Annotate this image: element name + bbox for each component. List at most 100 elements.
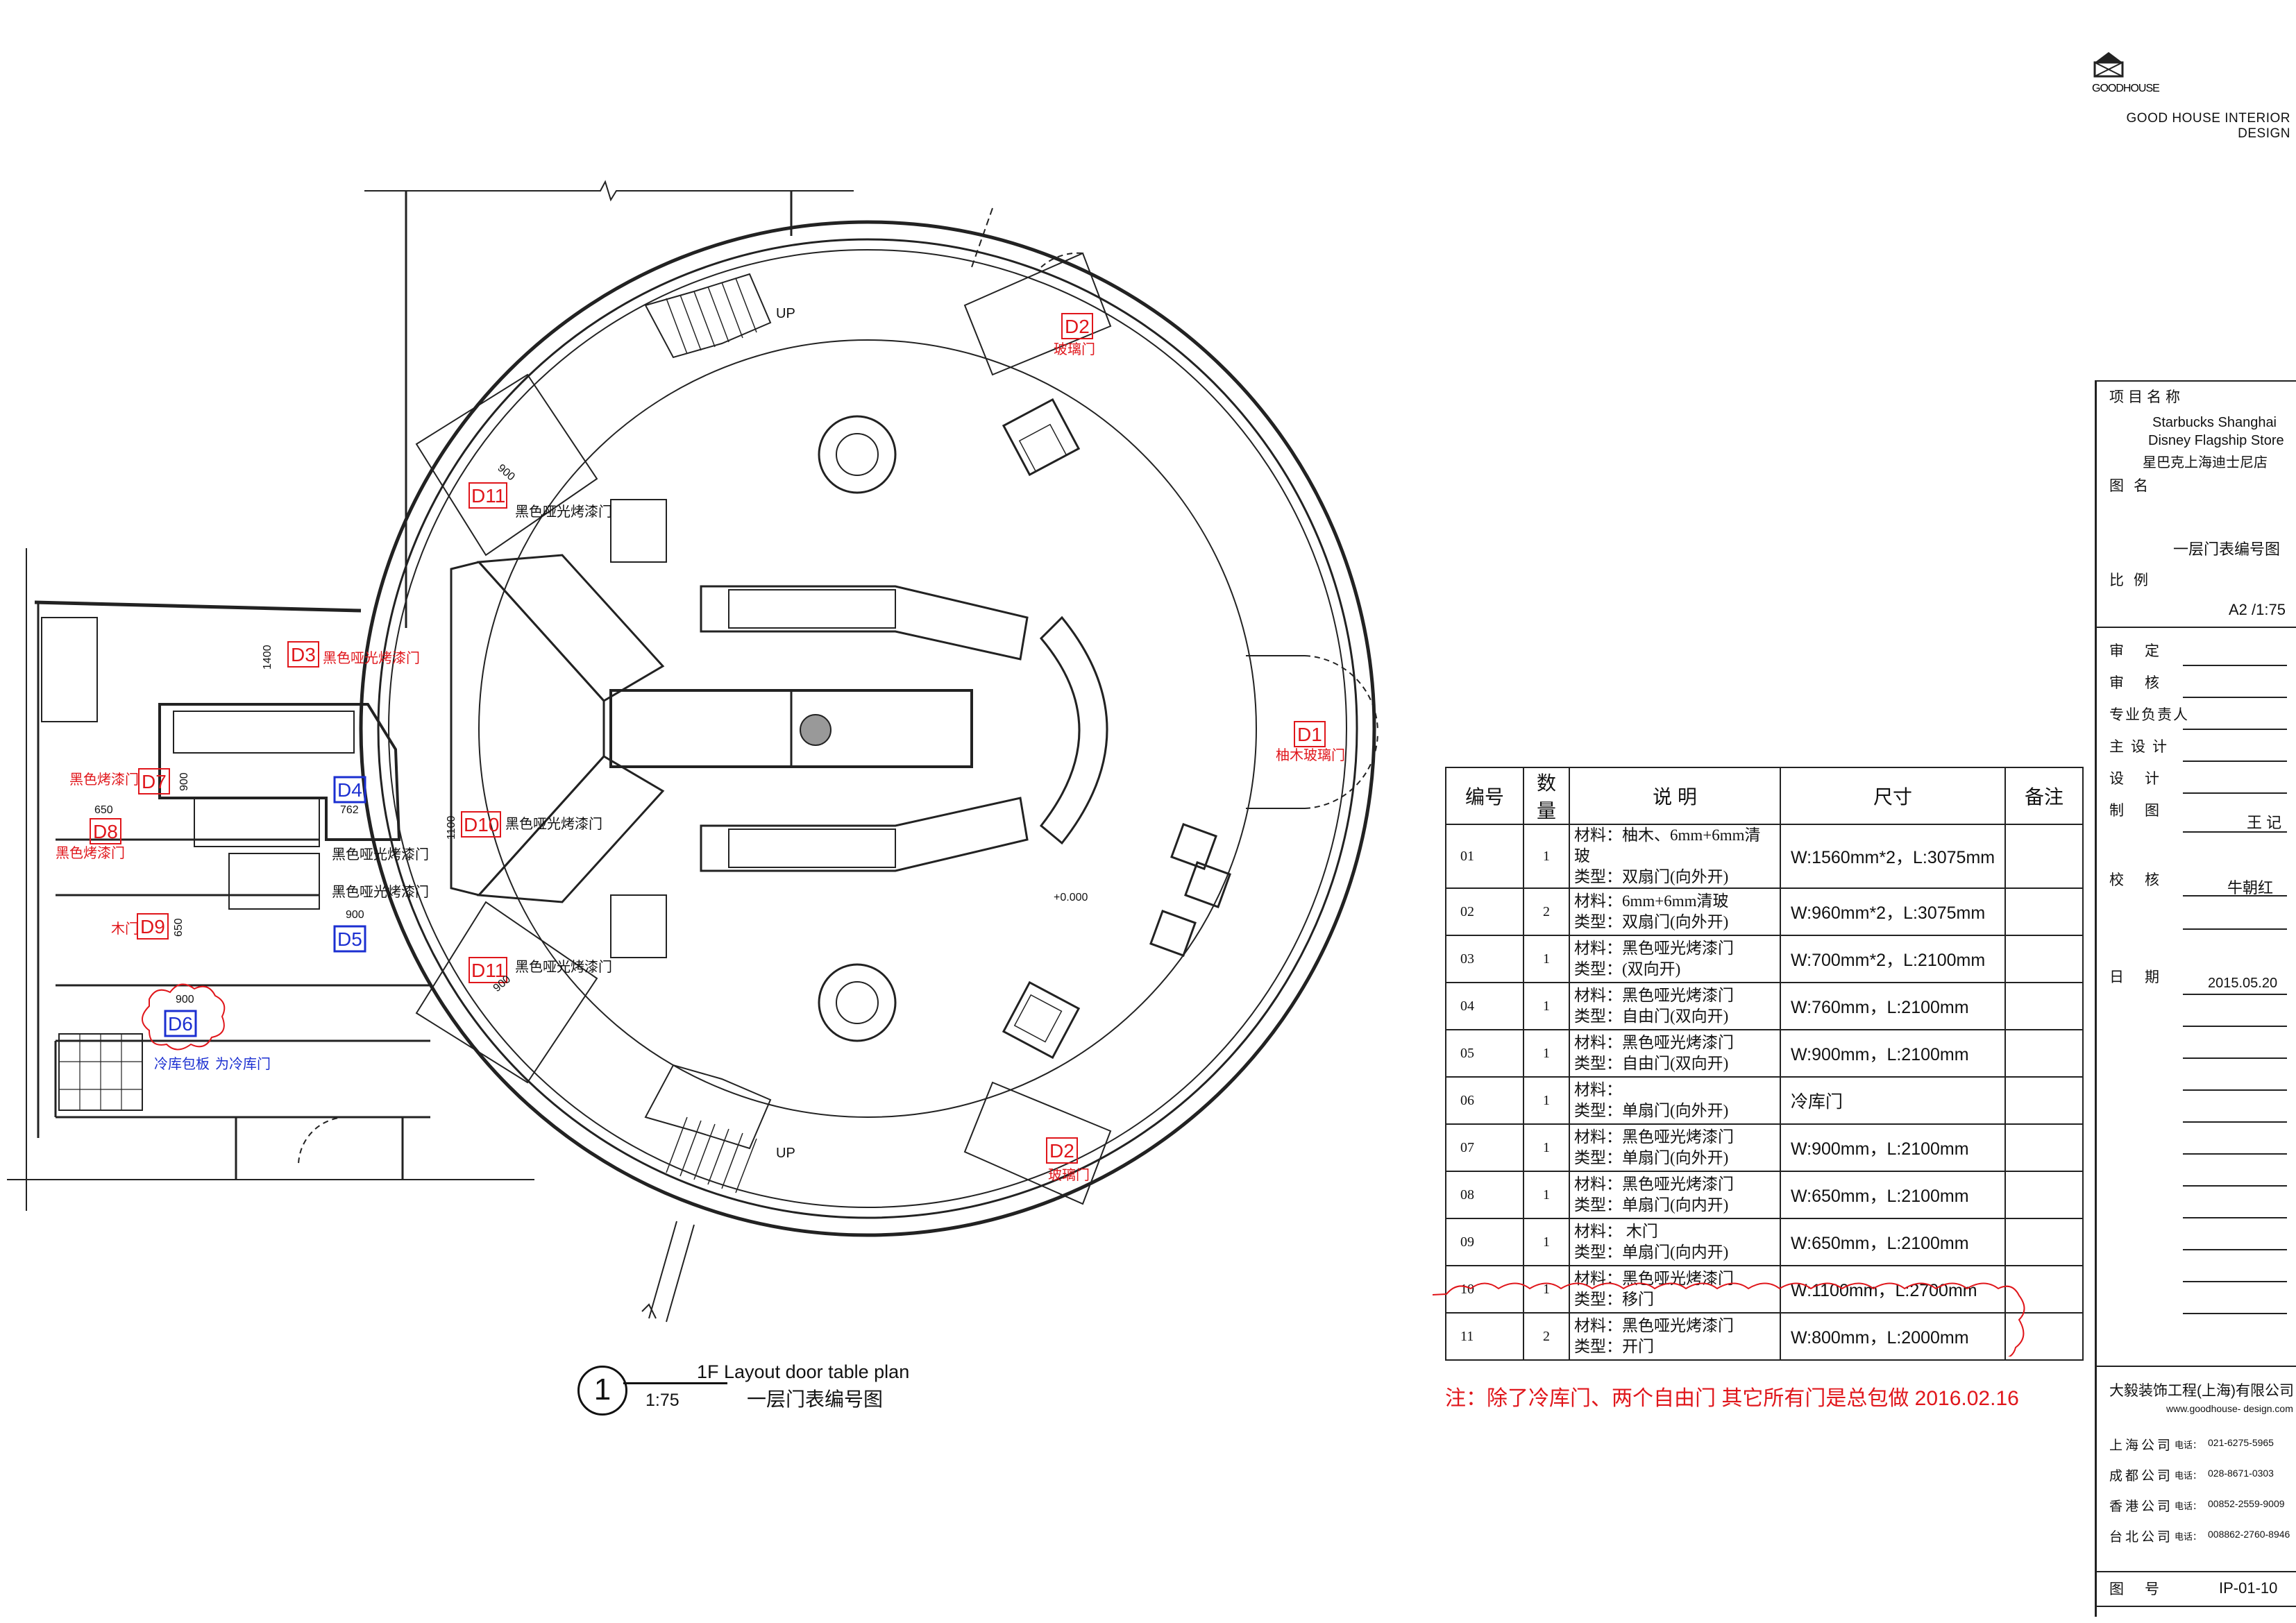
proof-value: 牛朝红 [2227, 879, 2274, 897]
door-number-cell: 09 [1445, 1218, 1524, 1266]
plan-scale: 1:75 [645, 1391, 679, 1410]
door-number-cell: 08 [1445, 1171, 1524, 1219]
door-type: 类型：双扇门(向外开) [1574, 868, 1729, 885]
door-type: 类型：开门 [1574, 1338, 1654, 1355]
door-remarks-cell [2004, 1171, 2084, 1219]
office-name: 成都公司 [2109, 1469, 2174, 1484]
office-phone-label: 电话： [2175, 1440, 2202, 1450]
door-tag-d9: D9 [140, 916, 165, 937]
door-description-cell: 材料：黑色哑光烤漆门类型：开门 [1569, 1312, 1781, 1361]
door-type: 类型：移门 [1574, 1291, 1654, 1308]
office-phone: 008862-2760-8946 [2208, 1529, 2290, 1540]
door-tag-d4: D4 [337, 779, 362, 801]
door-number-cell: 02 [1445, 887, 1524, 936]
door-tag-d1: D1 [1297, 724, 1322, 745]
door-table-header: 编号 数量 说 明 尺寸 备注 [1445, 767, 2084, 825]
door-material: 材料：黑色哑光烤漆门 [1574, 1128, 1734, 1146]
office-phone-label: 电话： [2175, 1531, 2202, 1542]
door-type: 类型：(双向开) [1574, 960, 1681, 978]
col-size: 尺寸 [1780, 767, 2006, 825]
door-quantity-cell: 1 [1523, 1076, 1570, 1125]
door-tag-d2-bottom: D2 [1049, 1140, 1074, 1162]
dim-900-d7: 900 [178, 772, 190, 791]
door-description-cell: 材料：类型：单扇门(向外开) [1569, 1076, 1781, 1125]
d8-note: 黑色烤漆门 [56, 845, 125, 861]
plan-title-english: 1F Layout door table plan [697, 1361, 910, 1382]
door-remarks-cell [2004, 982, 2084, 1030]
d2-top-note: 玻璃门 [1054, 341, 1095, 357]
door-type: 类型：双扇门(向外开) [1574, 913, 1729, 931]
approve-label: 审定 [2109, 643, 2180, 659]
up-label-bottom: UP [776, 1146, 795, 1161]
dim-1100: 1100 [446, 815, 457, 840]
project-name-label: 项目名称 [2109, 389, 2184, 405]
good-house-logo: GOODHOUSE [2092, 52, 2160, 94]
d5-note: 黑色哑光烤漆门 [332, 884, 429, 900]
office-phone-label: 电话： [2175, 1470, 2202, 1481]
office-phone-label: 电话： [2175, 1501, 2202, 1511]
d1-note: 柚木玻璃门 [1276, 747, 1345, 763]
door-description-cell: 材料：黑色哑光烤漆门类型：(双向开) [1569, 935, 1781, 983]
door-remarks-cell [2004, 1312, 2084, 1361]
dim-900-d5: 900 [346, 909, 364, 921]
door-size-cell: W:760mm，L:2100mm [1780, 982, 2006, 1030]
door-tag-d2-top: D2 [1065, 316, 1090, 337]
level-mark: +0.000 [1054, 892, 1088, 903]
design-label: 设计 [2109, 771, 2180, 787]
draw-value: 王 记 [2247, 814, 2282, 831]
door-tag-d11-bottom: D11 [471, 960, 505, 981]
door-number-cell: 11 [1445, 1312, 1524, 1361]
door-quantity-cell: 1 [1523, 1029, 1570, 1078]
dim-1400: 1400 [262, 645, 273, 670]
door-description-cell: 材料：黑色哑光烤漆门类型：单扇门(向内开) [1569, 1171, 1781, 1219]
footnote: 注：除了冷库门、两个自由门 其它所有门是总包做 2016.02.16 [1445, 1387, 2019, 1410]
d6-note-b: 为冷库门 [215, 1056, 271, 1072]
door-remarks-cell [2004, 1218, 2084, 1266]
col-quantity: 数量 [1523, 767, 1570, 825]
door-material: 材料：柚木、6mm+6mm清玻 [1574, 826, 1761, 865]
door-number-cell: 04 [1445, 982, 1524, 1030]
door-quantity-cell: 1 [1523, 1123, 1570, 1172]
door-material: 材料： 木门 [1574, 1223, 1658, 1240]
office-phone: 021-6275-5965 [2208, 1437, 2274, 1448]
door-description-cell: 材料：黑色哑光烤漆门类型：自由门(双向开) [1569, 982, 1781, 1030]
dim-762: 762 [340, 804, 359, 816]
d11-top-note: 黑色哑光烤漆门 [515, 504, 612, 520]
door-description-cell: 材料：柚木、6mm+6mm清玻类型：双扇门(向外开) [1569, 824, 1781, 889]
d11-bottom-note: 黑色哑光烤漆门 [515, 959, 612, 975]
door-quantity-cell: 1 [1523, 982, 1570, 1030]
sheet-number: IP-01-10 [2219, 1579, 2278, 1597]
drawing-name-label: 图名 [2109, 478, 2158, 494]
office-phone: 00852-2559-9009 [2208, 1498, 2285, 1509]
draw-label: 制图 [2109, 803, 2180, 819]
office-name: 台北公司 [2109, 1530, 2174, 1545]
door-size-cell: W:650mm，L:2100mm [1780, 1171, 2006, 1219]
door-quantity-cell: 1 [1523, 1218, 1570, 1266]
door-quantity-cell: 1 [1523, 824, 1570, 889]
sheet-label: 图号 [2109, 1581, 2180, 1597]
plan-title-chinese: 一层门表编号图 [747, 1388, 884, 1410]
door-remarks-cell [2004, 1123, 2084, 1172]
door-number-cell: 06 [1445, 1076, 1524, 1125]
door-tag-d8: D8 [93, 821, 118, 842]
svg-text:GOODHOUSE: GOODHOUSE [2092, 83, 2159, 94]
d6-note-a: 冷库包板 [154, 1056, 210, 1072]
door-material: 材料：黑色哑光烤漆门 [1574, 1034, 1734, 1051]
logo-caption: GOOD HOUSE INTERIOR DESIGN [2126, 111, 2290, 141]
project-name-cn: 星巴克上海迪士尼店 [2143, 455, 2268, 470]
door-type: 类型：单扇门(向内开) [1574, 1243, 1729, 1261]
office-name: 香港公司 [2109, 1499, 2174, 1514]
door-number-cell: 10 [1445, 1265, 1524, 1314]
door-material: 材料：黑色哑光烤漆门 [1574, 987, 1734, 1004]
d10-note: 黑色哑光烤漆门 [505, 816, 602, 832]
d9-note: 木门 [111, 921, 139, 937]
door-number-cell: 05 [1445, 1029, 1524, 1078]
door-remarks-cell [2004, 1265, 2084, 1314]
